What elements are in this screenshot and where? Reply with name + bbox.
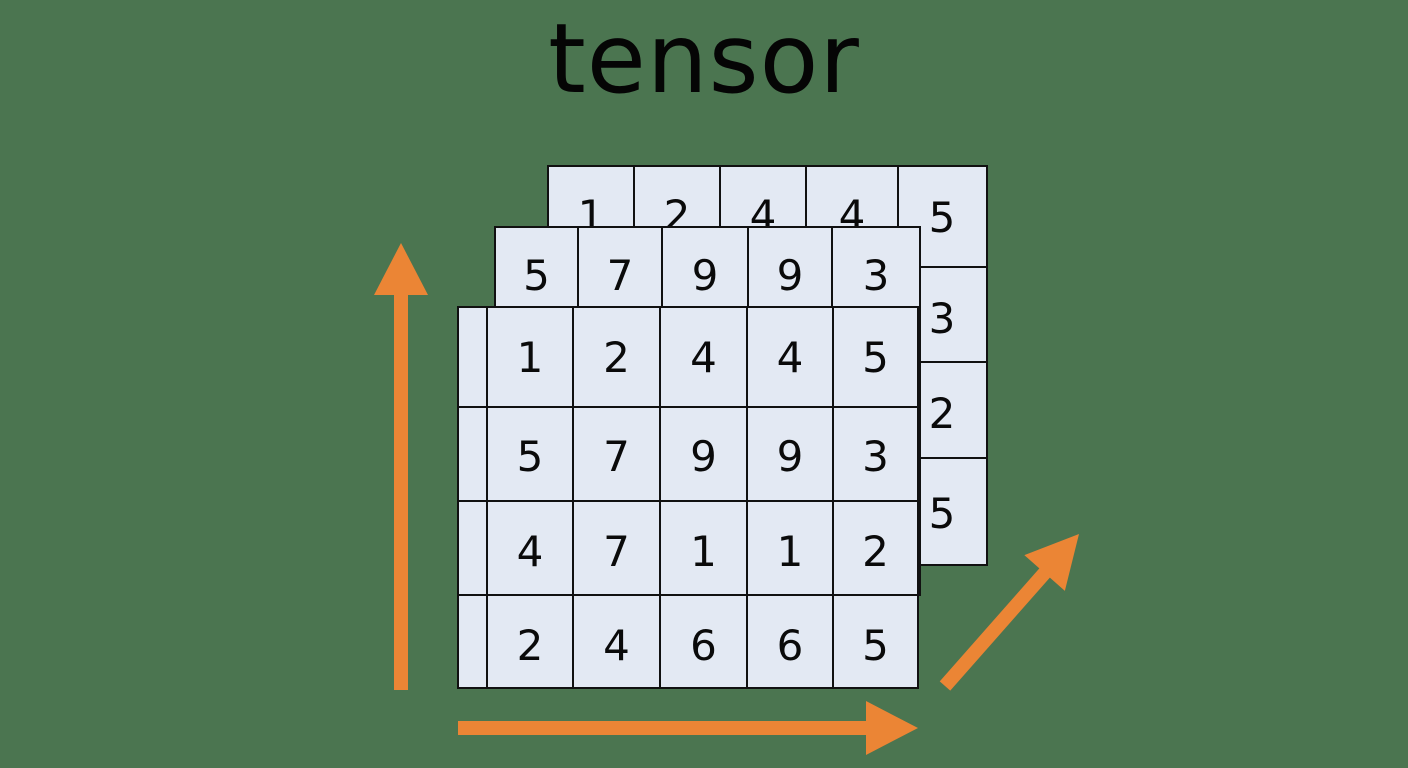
front-cell <box>659 594 748 689</box>
front-cell-value: 5 <box>517 432 544 481</box>
front-cell <box>832 500 919 596</box>
front-cell <box>572 406 661 502</box>
front-cell <box>486 406 574 502</box>
front-cell <box>659 306 748 408</box>
front-cell-value: 4 <box>517 527 544 576</box>
back-cell-value: 5 <box>929 193 956 242</box>
front-edge-cell <box>457 306 488 408</box>
front-cell-value: 9 <box>690 432 717 481</box>
middle-cell-value: 9 <box>692 251 719 300</box>
middle-cell-value: 9 <box>777 251 804 300</box>
front-cell <box>832 594 919 689</box>
front-cell-value: 6 <box>777 621 804 670</box>
front-cell-value: 2 <box>603 333 630 382</box>
front-cell-value: 1 <box>517 333 544 382</box>
diagram-title: tensor <box>548 3 860 115</box>
front-cell-value: 7 <box>603 432 630 481</box>
back-cell-value: 5 <box>929 489 956 538</box>
front-cell-value: 1 <box>777 527 804 576</box>
front-edge-cell <box>457 406 488 502</box>
middle-cell-value: 3 <box>863 251 890 300</box>
vertical-arrow <box>374 243 428 690</box>
front-cell-value: 4 <box>777 333 804 382</box>
front-cell-value: 6 <box>690 621 717 670</box>
back-cell-value: 2 <box>929 389 956 438</box>
horizontal-arrow-icon <box>458 701 918 755</box>
middle-cell <box>831 226 921 308</box>
front-cell <box>572 306 661 408</box>
front-cell-value: 4 <box>603 621 630 670</box>
horizontal-arrow <box>458 701 918 755</box>
front-cell-value: 5 <box>862 333 889 382</box>
front-cell-value: 1 <box>690 527 717 576</box>
front-edge-cell <box>457 500 488 596</box>
front-cell-value: 7 <box>603 527 630 576</box>
front-cell-value: 9 <box>777 432 804 481</box>
front-cell-value: 3 <box>862 432 889 481</box>
front-cell-value: 5 <box>862 621 889 670</box>
diagonal-arrow <box>939 534 1079 691</box>
front-edge-cell <box>457 594 488 689</box>
middle-cell-value: 7 <box>607 251 634 300</box>
front-layer: 1 2 4 4 5 5 7 9 9 3 4 7 1 1 2 2 4 6 6 5 <box>457 306 919 689</box>
front-cell-value: 2 <box>862 527 889 576</box>
front-cell-value: 4 <box>690 333 717 382</box>
front-cell <box>832 306 919 408</box>
front-cell <box>486 306 574 408</box>
front-cell <box>486 594 574 689</box>
vertical-arrow-icon <box>374 243 428 690</box>
axis-arrows <box>374 243 1079 755</box>
front-cell <box>659 406 748 502</box>
diagonal-arrow-icon <box>939 534 1079 691</box>
middle-cell-value: 5 <box>523 251 550 300</box>
front-cell-value: 2 <box>517 621 544 670</box>
back-cell-value: 3 <box>929 294 956 343</box>
